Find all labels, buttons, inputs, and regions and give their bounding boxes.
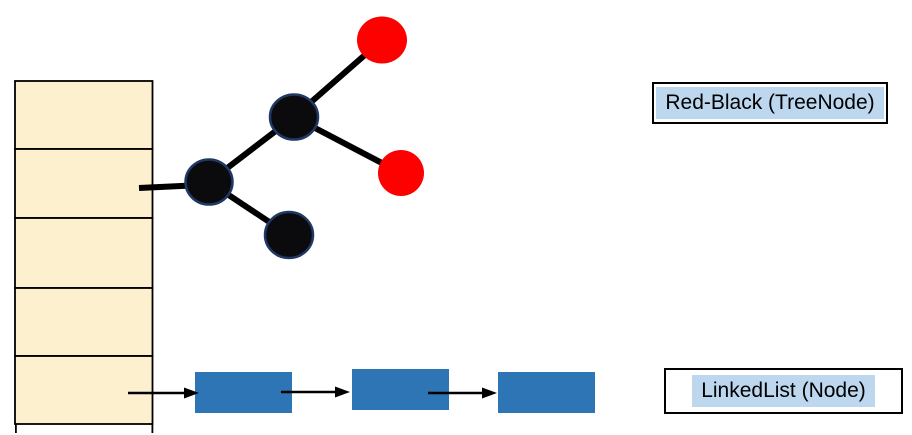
tree-node-black-left-grandchild bbox=[263, 210, 315, 260]
list-caption-box: LinkedList (Node) bbox=[664, 368, 903, 414]
arrow-node2-to-node3 bbox=[428, 387, 497, 399]
list-node-1 bbox=[195, 372, 292, 413]
linked-list bbox=[195, 369, 595, 413]
tree-node-red-lower-right bbox=[378, 150, 424, 196]
tree-nodes bbox=[184, 16, 424, 260]
bucket-cell bbox=[14, 148, 154, 219]
tree-node-black-parent bbox=[268, 93, 320, 141]
arrow-bucket-to-node1 bbox=[128, 387, 199, 399]
bucket-cell-partial-cutoff bbox=[15, 424, 154, 433]
tree-caption-box: Red-Black (TreeNode) bbox=[652, 82, 888, 124]
tree-caption-text: Red-Black (TreeNode) bbox=[656, 86, 884, 120]
bucket-cell bbox=[14, 355, 154, 425]
bucket-array bbox=[14, 80, 154, 433]
tree-node-red-upper-right bbox=[357, 16, 407, 64]
list-caption-text: LinkedList (Node) bbox=[692, 374, 875, 408]
bucket-cell bbox=[14, 217, 154, 289]
list-node-2 bbox=[352, 369, 449, 410]
bucket-cell bbox=[14, 287, 154, 357]
tree-node-black-left-child bbox=[184, 158, 234, 206]
bucket-cell bbox=[14, 80, 154, 150]
list-node-3 bbox=[498, 372, 595, 413]
arrow-node1-to-node2 bbox=[281, 386, 350, 398]
list-arrows bbox=[128, 386, 497, 399]
